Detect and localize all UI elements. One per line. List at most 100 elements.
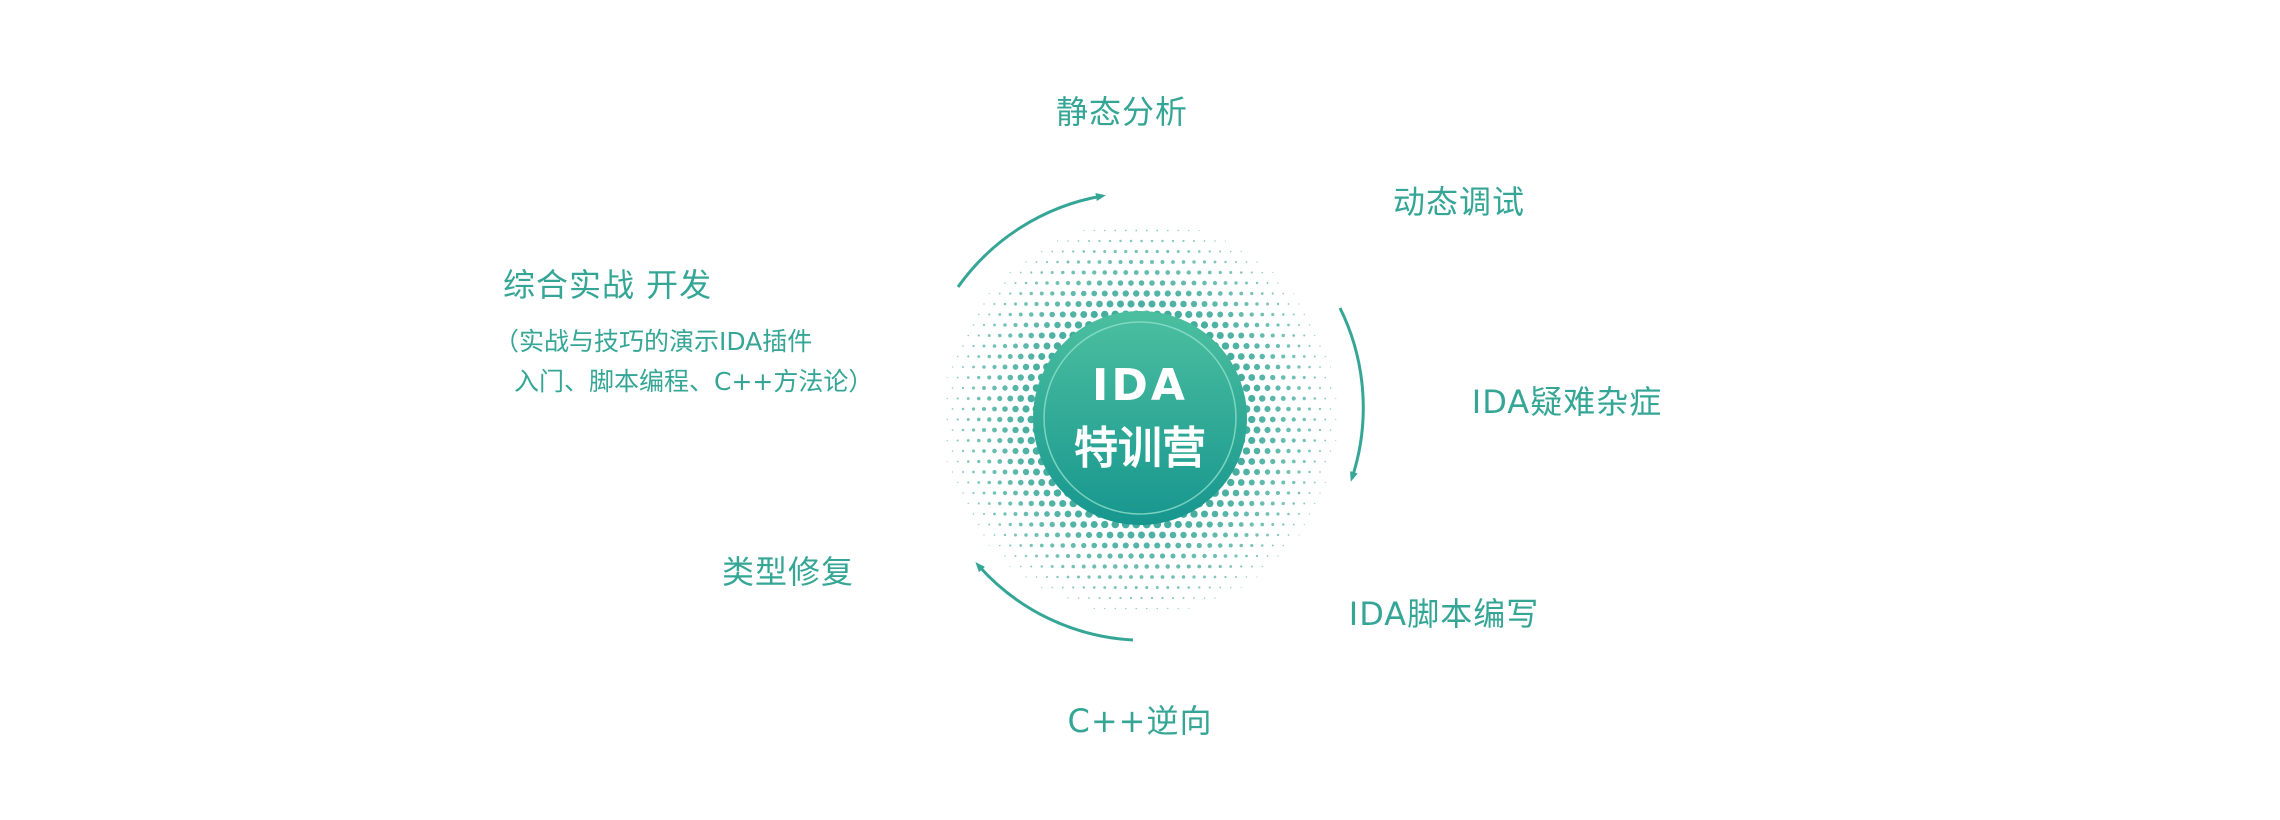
halftone-dot [1259, 374, 1266, 381]
halftone-dot [1013, 322, 1018, 328]
halftone-dot [1228, 291, 1233, 296]
halftone-dot [972, 365, 975, 369]
halftone-dot [1254, 511, 1260, 517]
halftone-dot [1230, 586, 1232, 589]
halftone-dot [1181, 260, 1186, 264]
halftone-dot [1140, 596, 1143, 600]
topic-cpp-reverse: C++逆向 [1067, 702, 1213, 740]
halftone-dot [1017, 437, 1025, 444]
topic-ida-troubleshooting: IDA疑难杂症 [1471, 383, 1663, 421]
halftone-dot [1064, 321, 1072, 329]
halftone-dot [987, 334, 991, 337]
halftone-dot [1034, 532, 1039, 538]
halftone-dot [1025, 576, 1027, 578]
halftone-dot [1176, 586, 1180, 589]
halftone-dot [1135, 607, 1138, 610]
halftone-dot [1264, 448, 1271, 454]
halftone-dot [1319, 492, 1321, 494]
halftone-dot [1002, 469, 1008, 475]
halftone-dot [1118, 575, 1123, 579]
halftone-dot [1077, 597, 1080, 599]
halftone-dot [1017, 416, 1025, 423]
halftone-dot [983, 534, 985, 536]
halftone-dot [1223, 532, 1228, 538]
halftone-dot [1114, 229, 1117, 232]
halftone-dot [1297, 386, 1301, 390]
halftone-dot [956, 418, 959, 421]
halftone-dot [1297, 323, 1301, 327]
halftone-dot [956, 376, 959, 379]
halftone-dot [1286, 491, 1291, 495]
halftone-dot [1161, 239, 1164, 243]
halftone-dot [982, 491, 986, 495]
halftone-dot [1019, 544, 1023, 547]
halftone-dot [1043, 489, 1051, 497]
halftone-dot [1156, 229, 1159, 232]
halftone-dot [1206, 521, 1213, 528]
halftone-dot [1217, 291, 1223, 296]
halftone-dot [1276, 533, 1280, 537]
halftone-dot [956, 397, 959, 400]
halftone-dot [1038, 332, 1045, 339]
halftone-dot [982, 512, 986, 516]
halftone-dot [1030, 565, 1033, 568]
halftone-dot [1185, 521, 1193, 528]
halftone-dot [1002, 406, 1008, 412]
halftone-dot [1227, 332, 1235, 339]
halftone-dot [1127, 300, 1135, 308]
halftone-dot [1287, 323, 1290, 327]
halftone-dot [946, 397, 948, 400]
halftone-dot [1192, 260, 1196, 264]
halftone-dot [1281, 313, 1285, 316]
halftone-dot [1240, 586, 1242, 589]
halftone-dot [1007, 480, 1013, 485]
halftone-dot [1024, 281, 1028, 285]
halftone-dot [1045, 281, 1049, 285]
halftone-dot [966, 439, 970, 442]
halftone-dot [1017, 374, 1024, 381]
halftone-dot [1028, 500, 1034, 507]
halftone-dot [1201, 532, 1208, 538]
halftone-dot [1254, 343, 1260, 349]
halftone-dot [1187, 250, 1191, 253]
halftone-dot [1191, 280, 1197, 286]
halftone-dot [971, 449, 976, 453]
halftone-dot [1218, 543, 1223, 548]
halftone-dot [1324, 481, 1326, 484]
halftone-dot [967, 502, 969, 505]
halftone-dot [1108, 575, 1112, 579]
halftone-dot [1234, 281, 1238, 285]
halftone-dot [1292, 523, 1295, 526]
halftone-dot [1233, 322, 1239, 328]
halftone-dot [1002, 490, 1008, 496]
halftone-dot [1233, 301, 1239, 307]
halftone-dot [1185, 310, 1193, 319]
halftone-dot [1313, 481, 1316, 484]
halftone-dot [1197, 564, 1202, 569]
halftone-dot [1192, 575, 1196, 579]
halftone-dot [1017, 479, 1024, 486]
halftone-dot [1034, 281, 1039, 285]
halftone-dot [1051, 250, 1054, 253]
halftone-dot [1075, 532, 1082, 538]
halftone-dot [1238, 312, 1244, 317]
halftone-dot [1261, 271, 1264, 274]
halftone-dot [961, 386, 965, 390]
halftone-dot [1197, 270, 1202, 275]
halftone-dot [998, 544, 1001, 547]
halftone-dot [1055, 554, 1060, 558]
halftone-dot [1007, 416, 1014, 423]
halftone-dot [1154, 290, 1161, 297]
halftone-dot [1029, 291, 1033, 296]
halftone-dot [1303, 334, 1306, 337]
halftone-dot [1045, 554, 1049, 558]
halftone-dot [1044, 511, 1050, 517]
halftone-dot [1291, 438, 1296, 443]
halftone-dot [951, 429, 954, 431]
halftone-dot [1065, 532, 1071, 538]
halftone-dot [1081, 564, 1086, 569]
halftone-dot [1324, 418, 1327, 421]
halftone-dot [1113, 586, 1117, 589]
halftone-dot [1048, 500, 1056, 507]
halftone-dot [1207, 270, 1212, 275]
